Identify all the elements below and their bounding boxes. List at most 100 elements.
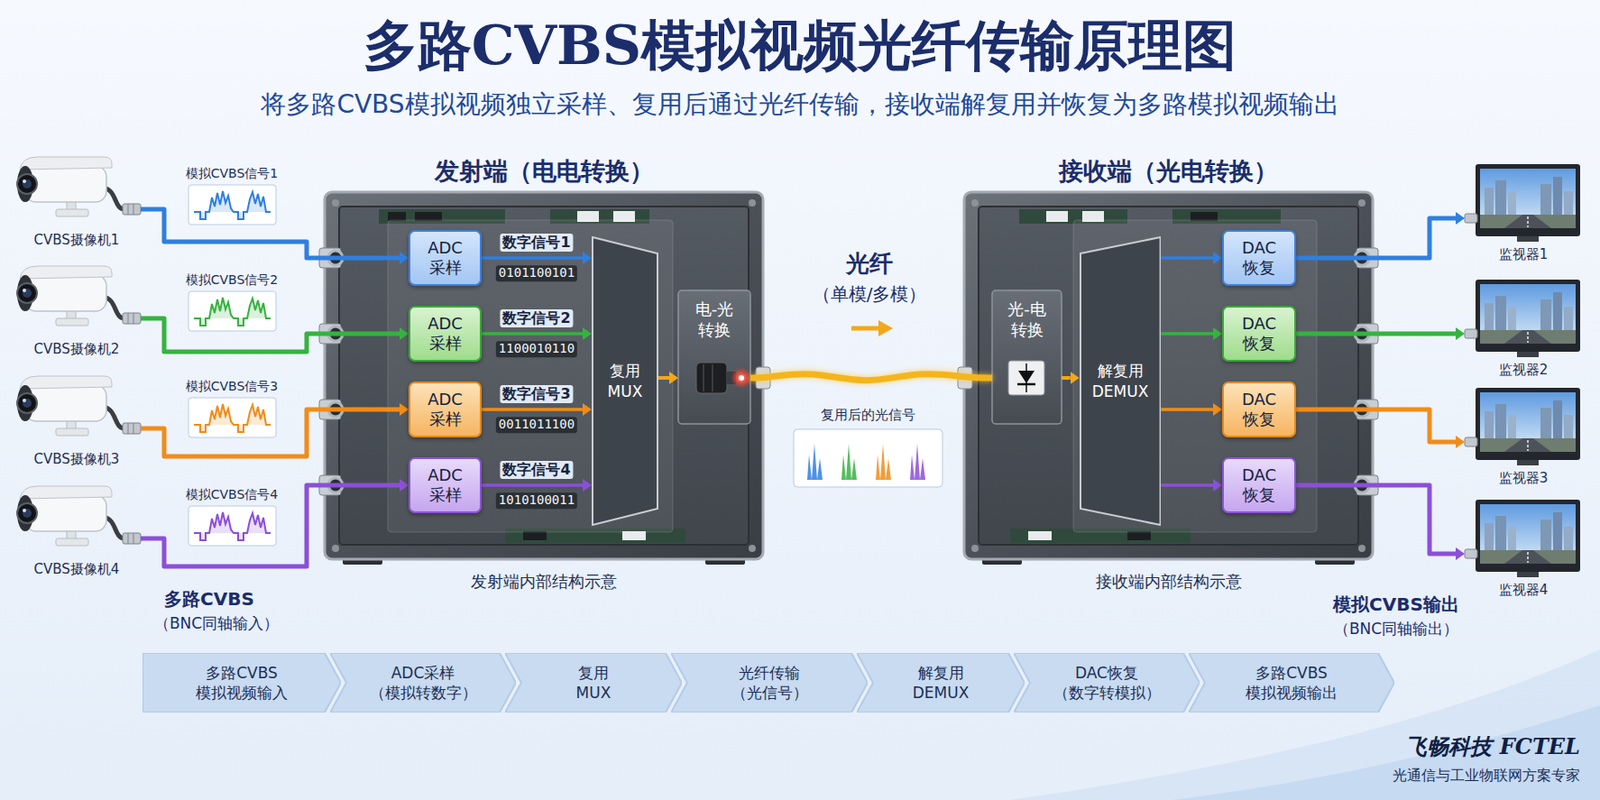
camera: CVBS摄像机1 [12,153,141,251]
illustration [802,443,828,480]
illustration [992,290,1062,424]
subtitle: 将多路CVBS模拟视频独立采样、复用后通过光纤传输，接收端解复用并恢复为多路模拟… [0,86,1600,123]
signal-name: 模拟CVBS信号3 [185,378,279,396]
trapezoid-shape [591,236,659,526]
illustration [1010,649,1600,800]
illustration [193,297,271,326]
illustration [696,362,727,394]
illustration [730,367,753,389]
illustration [711,364,714,392]
illustration [193,191,271,220]
node-label: 监视器1 [1498,246,1549,264]
node-label: ADC 采样 [427,465,463,505]
node-label: DAC 恢复 [1241,465,1277,505]
illustration [17,266,141,326]
illustration [871,443,896,480]
illustration [188,184,276,225]
digital-signal-arrow [481,407,583,412]
coax-cable [1296,485,1456,554]
chevron-shape [505,652,682,713]
adc-box: ADC 采样 [408,305,482,362]
illustration [1046,211,1068,222]
dac-box: DAC 恢复 [1222,305,1297,362]
illustration [702,364,705,392]
process-step: 多路CVBS 模拟视频输入 [142,652,341,713]
oe-converter: 光-电 转换 [992,290,1062,424]
dac-box: DAC 恢复 [1222,229,1297,286]
illustration [17,376,141,436]
node-label: 多路CVBS 模拟视频输入 [195,662,288,703]
node-label: 多路CVBS 模拟视频输出 [1245,662,1338,703]
node-label: DAC 恢复 [1241,313,1277,353]
node-label: 复用 MUX [607,360,644,401]
coax-cable [140,409,400,457]
node-label: 光纤传输 （光信号） [731,662,809,703]
illustration [971,544,979,552]
company-slogan: 光通信与工业物联网方案专家 [1392,766,1581,785]
signal-arrow [658,376,670,380]
signal-name: 数字信号1 [499,233,573,252]
binary-data: 1100010110 [496,340,578,358]
illustration [738,375,745,381]
illustration [851,326,881,332]
chevron-shape [1188,652,1395,713]
process-step: DAC恢复 （数字转模拟） [1013,652,1200,713]
digital-signal-arrow [481,256,583,260]
illustration [748,544,756,552]
chevron-shape [330,652,516,713]
process-step: 光纤传输 （光信号） [671,652,868,713]
illustration [188,291,276,332]
node-label: CVBS摄像机1 [34,231,120,249]
digital-signal-arrow [1160,256,1214,260]
illustration [678,290,753,424]
node-label: 监视器4 [1498,581,1549,599]
illustration [964,192,1373,560]
node-label: CVBS摄像机3 [34,450,120,469]
illustration [188,184,276,225]
illustration [331,199,340,207]
monitor: 监视器3 [1464,387,1582,489]
chevron-shape [856,652,1025,713]
illustration [17,156,141,217]
binary-data: 0011011100 [496,416,578,433]
node-caption: 发射端内部结构示意 [470,570,617,592]
demux-block: 解复用 DEMUX [1079,236,1162,526]
io-label: 多路CVBS [164,588,255,611]
node-label: 监视器3 [1498,469,1549,488]
node-label: 接收端（光电转换） [1058,155,1279,187]
binary-data: 1010100011 [496,492,578,509]
coax-cable [1296,409,1456,442]
signal-name: 模拟CVBS信号2 [185,272,279,289]
illustration [188,505,276,546]
node-label: 电-光 转换 [689,299,739,341]
receiver-housing: 接收端（光电转换）接收端内部结构示意光-电 转换解复用 DEMUXDAC 恢复D… [964,155,1373,592]
node-label: ADC 采样 [427,389,463,429]
illustration [678,290,751,424]
signal-name: 数字信号4 [499,460,573,479]
monitor: 监视器4 [1464,499,1582,601]
chevron-shape [1188,652,1395,713]
illustration [1358,199,1366,207]
chevron-shape [505,652,682,713]
illustration [193,512,271,541]
illustration [188,397,276,438]
coax-cable [140,318,400,352]
mux-block: 复用 MUX [591,236,659,526]
illustration [1073,220,1317,533]
coax-cable [1296,218,1456,258]
chevron-shape [856,652,1025,713]
node-label: 解复用 DEMUX [912,662,970,703]
trapezoid-shape [1079,236,1162,526]
camera: CVBS摄像机4 [12,482,141,580]
illustration [878,320,893,337]
illustration [1464,164,1581,242]
trapezoid-shape [1080,237,1161,525]
illustration [1464,499,1581,578]
node-label: ADC 采样 [427,313,463,353]
adc-box: ADC 采样 [408,457,482,514]
monitor: 监视器1 [1464,164,1582,266]
adc-box: ADC 采样 [408,381,482,438]
chevron-shape [1013,652,1200,713]
node-label: 解复用 DEMUX [1092,360,1150,401]
